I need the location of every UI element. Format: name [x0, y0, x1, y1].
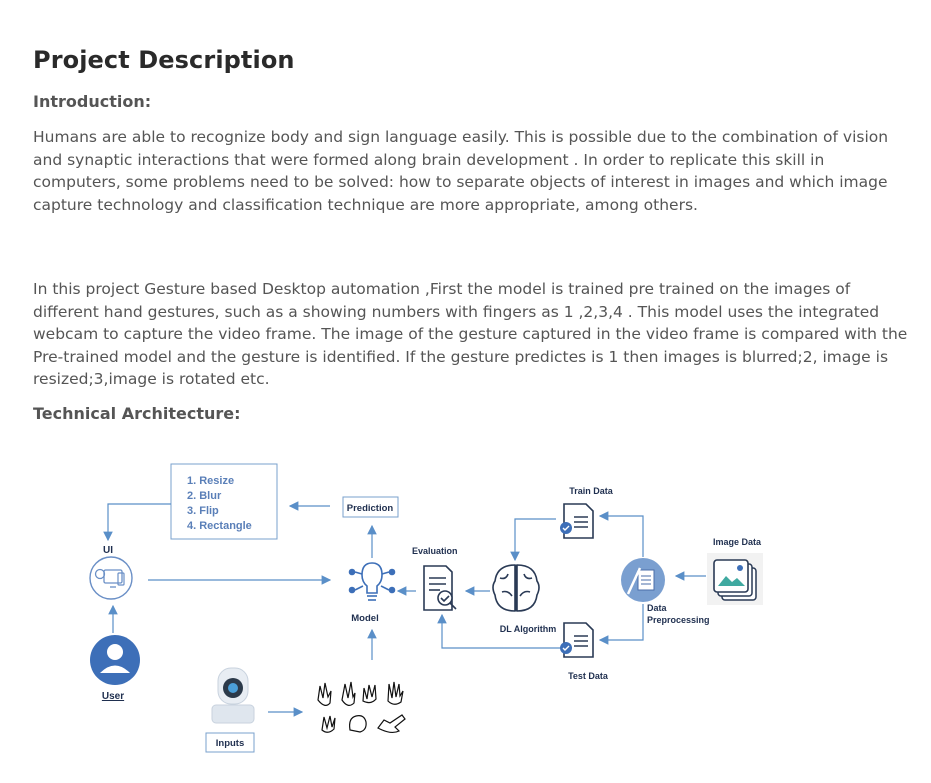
action-item: 2. Blur — [187, 490, 222, 502]
data-preprocessing-label-line1: Data — [647, 603, 668, 613]
arrow — [510, 518, 556, 562]
user-icon — [90, 635, 140, 685]
test-data-icon — [560, 622, 594, 658]
evaluation-label: Evaluation — [412, 546, 458, 556]
arrow — [598, 604, 644, 645]
project-paragraph: In this project Gesture based Desktop au… — [33, 280, 908, 388]
user-label: User — [102, 691, 124, 702]
data-preprocessing-icon — [621, 558, 665, 602]
architecture-heading: Technical Architecture: — [33, 404, 241, 423]
inputs-label: Inputs — [216, 738, 245, 749]
hand-gestures-icon — [317, 681, 406, 734]
intro-paragraph: Humans are able to recognize body and si… — [33, 128, 889, 214]
dl-brain-icon — [492, 564, 540, 612]
image-data-label: Image Data — [713, 537, 762, 547]
architecture-diagram: 1. Resize 2. Blur 3. Flip 4. Rectangle P… — [89, 463, 763, 753]
action-item: 1. Resize — [187, 475, 234, 487]
train-data-label: Train Data — [569, 486, 614, 496]
webcam-icon — [211, 667, 255, 724]
evaluation-icon — [423, 565, 457, 611]
train-data-icon — [560, 503, 594, 539]
ui-label: UI — [103, 545, 113, 556]
inputs-box — [205, 732, 255, 753]
arrow — [598, 511, 644, 557]
dl-algorithm-label: DL Algorithm — [500, 624, 557, 634]
data-preprocessing-label-line2: Preprocessing — [647, 615, 710, 625]
model-label: Model — [351, 613, 378, 624]
action-item: 3. Flip — [187, 505, 219, 517]
image-data-icon — [707, 553, 763, 605]
prediction-label: Prediction — [347, 503, 394, 514]
actions-box: 1. Resize 2. Blur 3. Flip 4. Rectangle — [170, 463, 278, 540]
page-title: Project Description — [33, 46, 295, 74]
ui-icon — [89, 556, 133, 600]
model-brain-icon — [348, 562, 396, 601]
introduction-heading: Introduction: — [33, 92, 152, 111]
prediction-box: Prediction — [342, 496, 399, 518]
test-data-label: Test Data — [568, 671, 609, 681]
arrow — [437, 613, 560, 649]
action-item: 4. Rectangle — [187, 520, 252, 532]
arrow — [103, 503, 171, 542]
